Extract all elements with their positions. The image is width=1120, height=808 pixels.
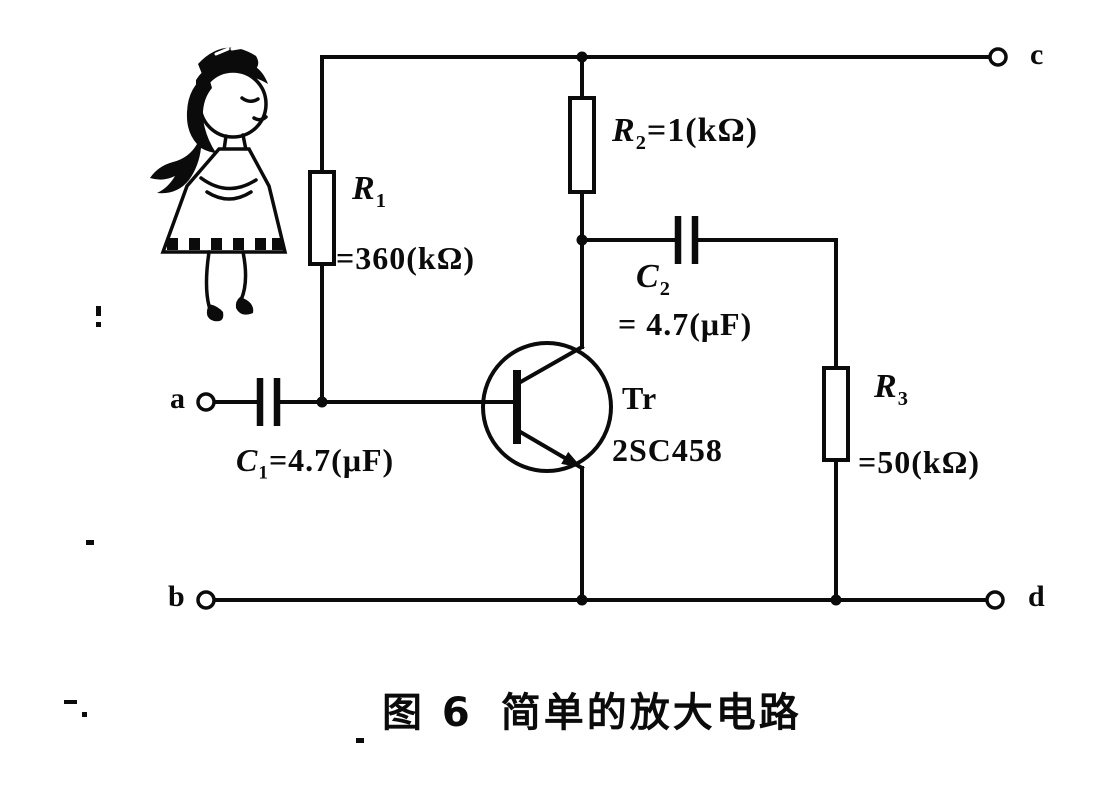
c2-label: C2 [636, 258, 671, 300]
beret-hat [198, 47, 259, 74]
figure-title: 简单的放大电路 [500, 690, 802, 736]
resistor-r3 [822, 366, 850, 462]
transistor-collector-lead [514, 344, 585, 387]
junction-dots [316, 51, 842, 606]
c1-symbol: C [236, 442, 259, 478]
emitter-arrow [561, 451, 582, 468]
terminal-d-ring [985, 590, 1005, 610]
figure-number: 图 6 [382, 690, 473, 736]
transistor-name: Tr [622, 380, 658, 416]
r1-label: R1 [352, 170, 387, 212]
c2-symbol: C [636, 258, 660, 295]
resistor-r1 [308, 170, 336, 266]
transistor-symbol [481, 341, 613, 473]
terminals [196, 47, 1008, 610]
terminal-c-ring [988, 47, 1008, 67]
wires [212, 55, 992, 602]
terminal-d-label: d [1028, 580, 1045, 613]
c2-branch-wire [580, 238, 838, 370]
r2-label: R2=1(kΩ) [612, 112, 759, 154]
girl-dress [160, 147, 288, 254]
transistor-circle [481, 341, 613, 473]
capacitor-c2 [674, 216, 699, 264]
r3-symbol: R [874, 368, 898, 405]
resistor-r2 [568, 96, 596, 194]
capacitor-c1 [256, 378, 281, 426]
r2-symbol: R [612, 112, 636, 149]
r3-label: R3 [874, 368, 909, 410]
terminal-c-label: c [1030, 38, 1044, 71]
dress-hem-pattern [167, 238, 283, 250]
terminal-b-ring [196, 590, 216, 610]
c1-label: C1=4.7(μF) [236, 442, 395, 484]
transistor-model: 2SC458 [612, 432, 723, 468]
girl-illustration [150, 45, 288, 322]
terminal-a-ring [196, 392, 216, 412]
terminal-a-label: a [170, 382, 185, 415]
scan-artifacts [64, 306, 364, 743]
terminal-b-label: b [168, 580, 185, 613]
r3-value: =50(kΩ) [858, 444, 980, 480]
r1-symbol: R [352, 170, 376, 207]
r1-value: =360(kΩ) [336, 240, 475, 276]
figure-caption: 图 6 简单的放大电路 [382, 680, 802, 738]
c2-value: = 4.7(μF) [618, 306, 753, 342]
